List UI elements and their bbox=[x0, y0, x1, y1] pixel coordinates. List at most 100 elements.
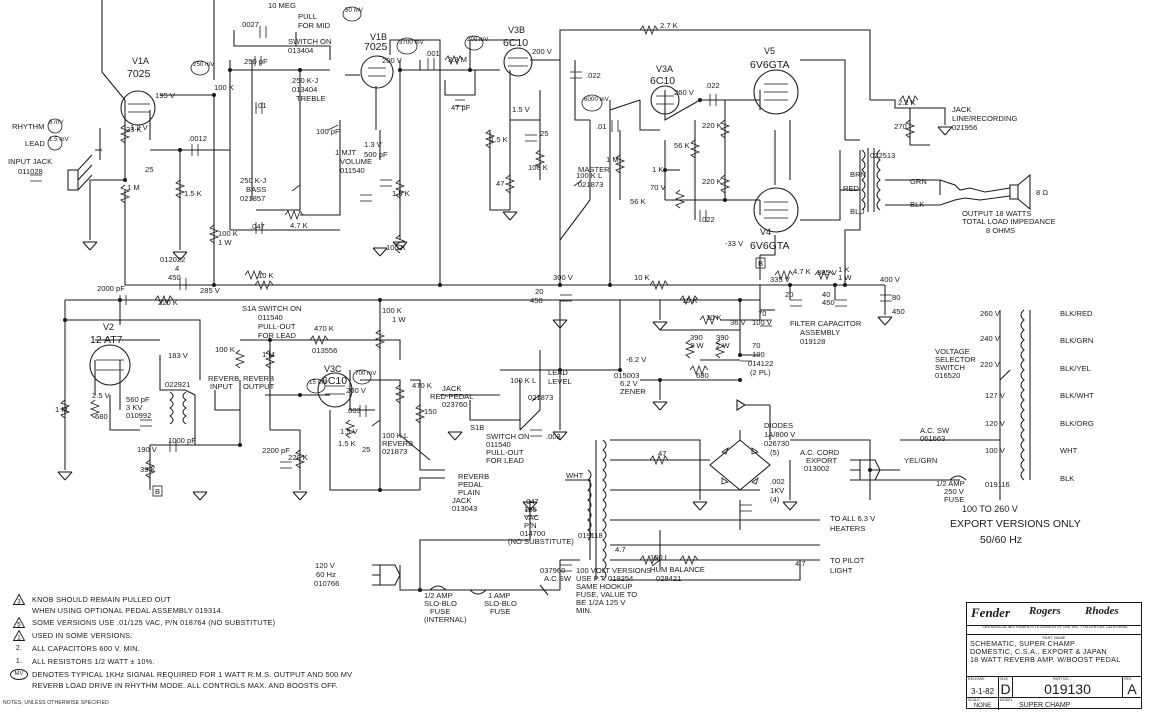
svg-text:250 K-J: 250 K-J bbox=[240, 176, 266, 185]
svg-text:100 K: 100 K bbox=[386, 243, 406, 252]
svg-text:25: 25 bbox=[540, 129, 548, 138]
note-text: USED IN SOME VERSIONS. bbox=[32, 631, 133, 640]
svg-text:FOR LEAD: FOR LEAD bbox=[486, 456, 524, 465]
svg-text:5: 5 bbox=[17, 622, 21, 628]
svg-text:V2: V2 bbox=[103, 322, 114, 332]
svg-text:P/N: P/N bbox=[524, 521, 537, 530]
svg-text:OUTPUT 18 WATTS: OUTPUT 18 WATTS bbox=[962, 209, 1031, 218]
svg-text:.022: .022 bbox=[705, 81, 720, 90]
svg-text:ASSEMBLY: ASSEMBLY bbox=[800, 328, 840, 337]
svg-text:125: 125 bbox=[524, 505, 537, 514]
svg-text:20: 20 bbox=[785, 290, 793, 299]
svg-text:1 M: 1 M bbox=[127, 183, 140, 192]
svg-text:1: 1 bbox=[17, 635, 21, 641]
svg-text:HUM BALANCE: HUM BALANCE bbox=[650, 565, 705, 574]
svg-text:LINE/RECORDING: LINE/RECORDING bbox=[952, 114, 1017, 123]
svg-text:1 M: 1 M bbox=[262, 350, 275, 359]
svg-text:BLK: BLK bbox=[910, 200, 924, 209]
svg-text:200 mV: 200 mV bbox=[467, 36, 489, 43]
svg-text:20: 20 bbox=[535, 287, 543, 296]
svg-text:014122: 014122 bbox=[748, 359, 773, 368]
tube-v3a-icon bbox=[650, 85, 680, 115]
logo-rogers: Rogers bbox=[1029, 605, 1061, 617]
note-marker: MV bbox=[10, 669, 28, 680]
svg-text:TO PILOT: TO PILOT bbox=[830, 556, 865, 565]
svg-text:250 mV: 250 mV bbox=[193, 61, 215, 68]
svg-text:190 V: 190 V bbox=[137, 445, 158, 454]
svg-text:120 V: 120 V bbox=[315, 561, 336, 570]
svg-text:100 V: 100 V bbox=[985, 446, 1006, 455]
svg-text:015003: 015003 bbox=[614, 371, 639, 380]
svg-text:021873: 021873 bbox=[382, 447, 407, 456]
svg-text:022513: 022513 bbox=[870, 151, 895, 160]
svg-text:127 V: 127 V bbox=[985, 391, 1006, 400]
revision: A bbox=[1127, 681, 1137, 697]
svg-text:010992: 010992 bbox=[126, 411, 151, 420]
svg-text:100 K: 100 K bbox=[218, 229, 238, 238]
svg-text:1KV: 1KV bbox=[770, 486, 785, 495]
svg-text:BLK: BLK bbox=[1060, 474, 1074, 483]
svg-text:47: 47 bbox=[658, 449, 666, 458]
svg-text:2.7 K: 2.7 K bbox=[660, 21, 678, 30]
svg-text:100 K: 100 K bbox=[382, 306, 402, 315]
svg-text:100 K: 100 K bbox=[528, 163, 548, 172]
svg-text:TO ALL 6.3 V: TO ALL 6.3 V bbox=[830, 514, 876, 523]
svg-text:(2 PL): (2 PL) bbox=[750, 368, 771, 377]
transformers bbox=[169, 148, 1031, 581]
svg-text:.047: .047 bbox=[524, 497, 539, 506]
svg-text:019118: 019118 bbox=[578, 531, 603, 540]
svg-text:V5: V5 bbox=[764, 46, 775, 56]
svg-text:10 MEG: 10 MEG bbox=[268, 1, 296, 10]
size-value: D bbox=[1000, 681, 1011, 697]
tube-v5-icon bbox=[753, 69, 799, 115]
svg-text:200 V: 200 V bbox=[382, 56, 403, 65]
vacuum-tubes bbox=[89, 47, 799, 408]
svg-text:390: 390 bbox=[716, 333, 729, 342]
svg-text:680: 680 bbox=[95, 412, 108, 421]
svg-text:011540: 011540 bbox=[258, 313, 283, 322]
svg-text:1/2 AMP: 1/2 AMP bbox=[936, 479, 965, 488]
svg-text:220 K: 220 K bbox=[702, 121, 722, 130]
svg-text:240 V: 240 V bbox=[980, 334, 1001, 343]
svg-text:013043: 013043 bbox=[452, 504, 477, 513]
svg-text:YEL/GRN: YEL/GRN bbox=[904, 456, 937, 465]
note-text: REVERB LOAD DRIVE IN RHYTHM MODE. ALL CO… bbox=[32, 681, 338, 690]
svg-text:.003: .003 bbox=[546, 432, 561, 441]
svg-text:450: 450 bbox=[892, 307, 905, 316]
svg-text:FUSE: FUSE bbox=[430, 607, 450, 616]
svg-text:REVERB: REVERB bbox=[243, 374, 274, 383]
svg-text:.0012: .0012 bbox=[188, 134, 207, 143]
svg-text:270: 270 bbox=[894, 122, 907, 131]
signal-level-badges: 50 mV 250 mV 3700 mV 200 mV 6000 mV 15 m… bbox=[47, 6, 610, 394]
model-cell: MODEL SUPER CHAMP bbox=[1000, 698, 1071, 709]
svg-text:014700: 014700 bbox=[520, 529, 545, 538]
svg-text:011540: 011540 bbox=[340, 166, 365, 175]
svg-text:REVERB: REVERB bbox=[208, 374, 239, 383]
partno-cell: PART NO. 019130 bbox=[1013, 677, 1123, 697]
svg-text:7025: 7025 bbox=[364, 41, 388, 53]
junctions bbox=[63, 68, 872, 592]
svg-text:HEATERS: HEATERS bbox=[830, 524, 865, 533]
tube-v3c-icon bbox=[317, 372, 353, 408]
svg-text:RED-PEDAL: RED-PEDAL bbox=[430, 392, 473, 401]
svg-text:8 OHMS: 8 OHMS bbox=[986, 226, 1015, 235]
svg-text:-33 V: -33 V bbox=[725, 239, 744, 248]
svg-text:1 M: 1 M bbox=[606, 155, 619, 164]
svg-text:SWITCH: SWITCH bbox=[935, 363, 965, 372]
svg-text:OUTPUT: OUTPUT bbox=[243, 382, 275, 391]
svg-text:026730: 026730 bbox=[764, 439, 789, 448]
svg-text:021873: 021873 bbox=[528, 393, 553, 402]
svg-text:450: 450 bbox=[168, 273, 181, 282]
svg-text:100 L: 100 L bbox=[650, 553, 669, 562]
note-item: REVERB LOAD DRIVE IN RHYTHM MODE. ALL CO… bbox=[10, 681, 430, 691]
component-labels: V1A 7025 V1B 7025 V3B 6C10 V3A 6C10 V5 6… bbox=[8, 1, 1094, 624]
svg-text:013002: 013002 bbox=[804, 464, 829, 473]
svg-text:VOLTAGE: VOLTAGE bbox=[935, 347, 970, 356]
svg-text:BLK/RED: BLK/RED bbox=[1060, 309, 1093, 318]
svg-text:JACK: JACK bbox=[452, 496, 471, 505]
svg-text:200 V: 200 V bbox=[346, 386, 367, 395]
svg-text:6.2 V: 6.2 V bbox=[620, 379, 639, 388]
svg-text:FUSE, VALUE TO: FUSE, VALUE TO bbox=[576, 590, 637, 599]
svg-text:200 V: 200 V bbox=[532, 47, 553, 56]
svg-text:8 Ω: 8 Ω bbox=[1036, 188, 1048, 197]
